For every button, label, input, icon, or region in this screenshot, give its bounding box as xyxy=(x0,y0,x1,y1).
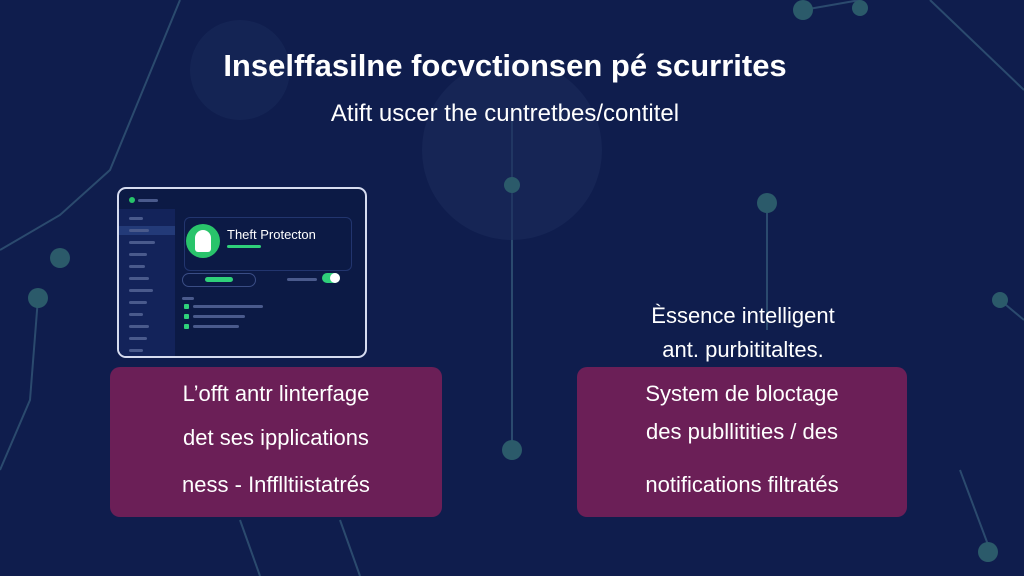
status-pill[interactable] xyxy=(182,273,256,287)
box-line: System de bloctage xyxy=(645,381,839,406)
app-mockup-window: Theft Protecton xyxy=(117,187,367,358)
page-title: Inselffasilne focvctionsen pé scurrites xyxy=(223,48,787,83)
protection-card xyxy=(184,217,352,271)
box-line: des publlitities / des xyxy=(646,419,838,444)
box-line: L’offt antr linterfage xyxy=(182,381,370,406)
blocking-feature-box: System de bloctage des publlitities / de… xyxy=(577,367,907,517)
mockup-brand xyxy=(129,197,158,203)
mockup-sidebar xyxy=(119,209,175,356)
app-status xyxy=(227,244,261,250)
check-icon xyxy=(184,304,189,309)
box-line: notifications filtratés xyxy=(645,472,839,497)
caption-line: ant. purbititaltes. xyxy=(662,337,824,362)
box-line: det ses ipplications xyxy=(183,425,369,450)
interface-feature-box: L’offt antr linterfage det ses ipplicati… xyxy=(110,367,442,517)
page-subtitle: Atift uscer the cuntretbes/contitel xyxy=(330,100,680,127)
box-line: ness - Infflltiistatrés xyxy=(182,472,370,497)
protection-toggle[interactable] xyxy=(322,273,340,283)
check-icon xyxy=(184,314,189,319)
check-icon xyxy=(184,324,189,329)
caption-line: Èssence intelligent xyxy=(651,303,835,328)
user-shield-icon xyxy=(186,224,220,258)
app-title: Theft Protecton xyxy=(227,227,316,242)
logo-icon xyxy=(129,197,135,203)
